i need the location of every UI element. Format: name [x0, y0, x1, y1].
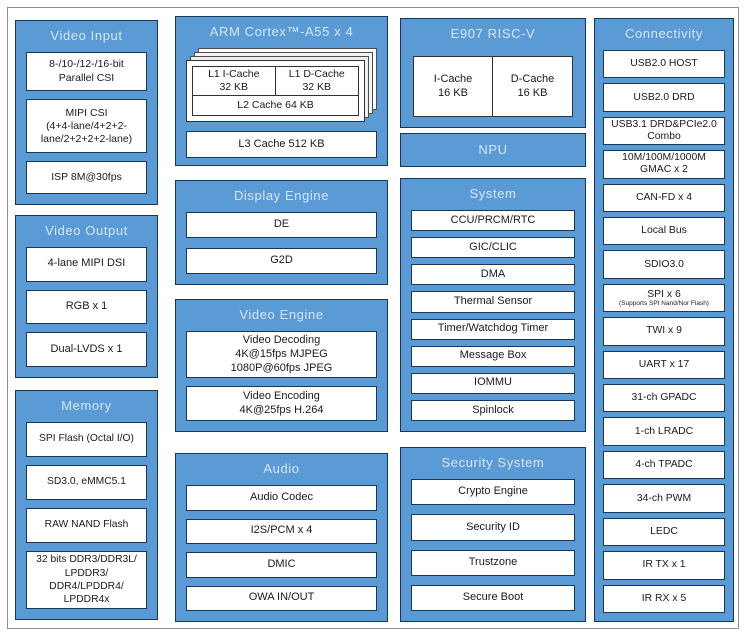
- block-de: DE: [186, 212, 377, 238]
- block-parallel-csi: 8-/10-/12-/16-bit Parallel CSI: [26, 52, 147, 92]
- block-trustzone: Trustzone: [411, 549, 575, 576]
- block-ir-tx: IR TX x 1: [603, 551, 725, 580]
- panel-title-audio: Audio: [263, 461, 300, 476]
- column-riscv-system: E907 RISC-V I-Cache 16 KB D-Cache 16 KB …: [400, 18, 586, 622]
- block-usb31-pcie-combo: USB3.1 DRD&PCIe2.0 Combo: [603, 116, 725, 146]
- video-engine-boxes: Video Decoding 4K@15fps MJPEG 1080P@60fp…: [186, 331, 377, 421]
- block-twi: TWI x 9: [603, 317, 725, 346]
- block-gmac: 10M/100M/1000M GMAC x 2: [603, 150, 725, 179]
- video-output-boxes: 4-lane MIPI DSI RGB x 1 Dual-LVDS x 1: [26, 247, 147, 368]
- block-dmic: DMIC: [186, 552, 377, 578]
- block-dual-lvds: Dual-LVDS x 1: [26, 332, 147, 368]
- block-gic-clic: GIC/CLIC: [411, 237, 575, 259]
- panel-title-video-input: Video Input: [50, 28, 123, 43]
- block-iommu: IOMMU: [411, 372, 575, 394]
- panel-title-security: Security System: [441, 455, 545, 470]
- panel-title-npu: NPU: [478, 142, 508, 157]
- cpu-core-stack: L1 I-Cache 32 KB L1 D-Cache 32 KB L2 Cac…: [186, 48, 377, 122]
- block-thermal-sensor: Thermal Sensor: [411, 291, 575, 313]
- block-lradc: 1-ch LRADC: [603, 417, 725, 446]
- block-crypto-engine: Crypto Engine: [411, 479, 575, 506]
- block-l1-icache: L1 I-Cache 32 KB: [193, 67, 276, 96]
- block-sd-emmc: SD3.0, eMMC5.1: [26, 464, 147, 500]
- core-card: L1 I-Cache 32 KB L1 D-Cache 32 KB L2 Cac…: [186, 60, 365, 122]
- panel-title-connectivity: Connectivity: [624, 26, 703, 41]
- block-riscv-icache: I-Cache 16 KB: [414, 57, 493, 116]
- column-cpu-engines: ARM Cortex™-A55 x 4 L1 I-Cache 32 KB L1 …: [175, 16, 388, 622]
- video-input-boxes: 8-/10-/12-/16-bit Parallel CSI MIPI CSI …: [26, 52, 147, 194]
- block-audio-codec: Audio Codec: [186, 485, 377, 511]
- panel-title-riscv: E907 RISC-V: [450, 26, 536, 41]
- block-l1-dcache: L1 D-Cache 32 KB: [275, 67, 358, 96]
- block-l3-cache: L3 Cache 512 KB: [186, 131, 377, 158]
- block-timer-watchdog: Timer/Watchdog Timer: [411, 318, 575, 340]
- block-ccu-prcm-rtc: CCU/PRCM/RTC: [411, 210, 575, 232]
- block-mipi-csi: MIPI CSI (4+4-lane/4+2+2- lane/2+2+2+2-l…: [26, 99, 147, 154]
- block-g2d: G2D: [186, 248, 377, 274]
- block-l2-cache: L2 Cache 64 KB: [237, 99, 314, 112]
- block-security-id: Security ID: [411, 514, 575, 541]
- panel-title-video-engine: Video Engine: [239, 307, 324, 322]
- column-video-memory: Video Input 8-/10-/12-/16-bit Parallel C…: [15, 20, 158, 620]
- block-owa: OWA IN/OUT: [186, 585, 377, 611]
- diagram-outer-border: [7, 7, 739, 629]
- column-connectivity: Connectivity USB2.0 HOST USB2.0 DRD USB3…: [594, 18, 734, 622]
- block-ddr: 32 bits DDR3/DDR3L/ LPDDR3/ DDR4/LPDDR4/…: [26, 550, 147, 609]
- connectivity-boxes: USB2.0 HOST USB2.0 DRD USB3.1 DRD&PCIe2.…: [603, 50, 725, 613]
- block-riscv-dcache: D-Cache 16 KB: [510, 73, 555, 99]
- block-local-bus: Local Bus: [603, 217, 725, 246]
- panel-riscv: E907 RISC-V I-Cache 16 KB D-Cache 16 KB: [400, 18, 586, 128]
- audio-boxes: Audio Codec I2S/PCM x 4 DMIC OWA IN/OUT: [186, 485, 377, 611]
- block-spinlock: Spinlock: [411, 399, 575, 421]
- panel-title-cpu: ARM Cortex™-A55 x 4: [209, 24, 354, 39]
- block-pwm: 34-ch PWM: [603, 484, 725, 513]
- panel-cpu: ARM Cortex™-A55 x 4 L1 I-Cache 32 KB L1 …: [175, 16, 388, 166]
- block-ledc: LEDC: [603, 517, 725, 547]
- panel-video-input: Video Input 8-/10-/12-/16-bit Parallel C…: [15, 20, 158, 205]
- panel-security: Security System Crypto Engine Security I…: [400, 447, 586, 622]
- panel-title-system: System: [469, 186, 517, 201]
- system-boxes: CCU/PRCM/RTC GIC/CLIC DMA Thermal Sensor…: [411, 210, 575, 421]
- panel-display-engine: Display Engine DE G2D: [175, 180, 388, 285]
- panel-video-engine: Video Engine Video Decoding 4K@15fps MJP…: [175, 299, 388, 432]
- block-spi-flash: SPI Flash (Octal I/O): [26, 422, 147, 457]
- block-tpadc: 4-ch TPADC: [603, 450, 725, 480]
- panel-system: System CCU/PRCM/RTC GIC/CLIC DMA Thermal…: [400, 178, 586, 432]
- block-message-box: Message Box: [411, 345, 575, 367]
- riscv-cache-card: I-Cache 16 KB D-Cache 16 KB: [413, 56, 573, 117]
- block-spi: SPI x 6 (Supports SPI Nand/Nor Flash): [603, 283, 725, 313]
- display-engine-boxes: DE G2D: [186, 212, 377, 274]
- block-sdio: SDIO3.0: [603, 250, 725, 279]
- panel-title-memory: Memory: [61, 398, 112, 413]
- cache-table: L1 I-Cache 32 KB L1 D-Cache 32 KB L2 Cac…: [192, 66, 359, 116]
- panel-npu: NPU: [400, 133, 586, 167]
- block-dma: DMA: [411, 264, 575, 286]
- block-isp: ISP 8M@30fps: [26, 161, 147, 194]
- panel-audio: Audio Audio Codec I2S/PCM x 4 DMIC OWA I…: [175, 453, 388, 622]
- panel-title-video-output: Video Output: [45, 223, 128, 238]
- block-i2s-pcm: I2S/PCM x 4: [186, 518, 377, 544]
- block-raw-nand: RAW NAND Flash: [26, 507, 147, 543]
- block-ir-rx: IR RX x 5: [603, 584, 725, 613]
- panel-connectivity: Connectivity USB2.0 HOST USB2.0 DRD USB3…: [594, 18, 734, 622]
- block-can-fd: CAN-FD x 4: [603, 183, 725, 213]
- memory-boxes: SPI Flash (Octal I/O) SD3.0, eMMC5.1 RAW…: [26, 422, 147, 609]
- block-usb20-drd: USB2.0 DRD: [603, 83, 725, 112]
- block-video-encoding: Video Encoding 4K@25fps H.264: [186, 386, 377, 421]
- block-rgb: RGB x 1: [26, 289, 147, 325]
- spi-label: SPI x 6: [647, 288, 681, 300]
- block-secure-boot: Secure Boot: [411, 584, 575, 611]
- panel-memory: Memory SPI Flash (Octal I/O) SD3.0, eMMC…: [15, 390, 158, 620]
- panel-title-display-engine: Display Engine: [233, 188, 330, 203]
- block-video-decoding: Video Decoding 4K@15fps MJPEG 1080P@60fp…: [186, 331, 377, 379]
- panel-video-output: Video Output 4-lane MIPI DSI RGB x 1 Dua…: [15, 215, 158, 378]
- block-gpadc: 31-ch GPADC: [603, 384, 725, 413]
- block-uart: UART x 17: [603, 350, 725, 380]
- spi-note: (Supports SPI Nand/Nor Flash): [619, 300, 709, 308]
- security-boxes: Crypto Engine Security ID Trustzone Secu…: [411, 479, 575, 611]
- block-mipi-dsi: 4-lane MIPI DSI: [26, 247, 147, 282]
- block-usb20-host: USB2.0 HOST: [603, 50, 725, 79]
